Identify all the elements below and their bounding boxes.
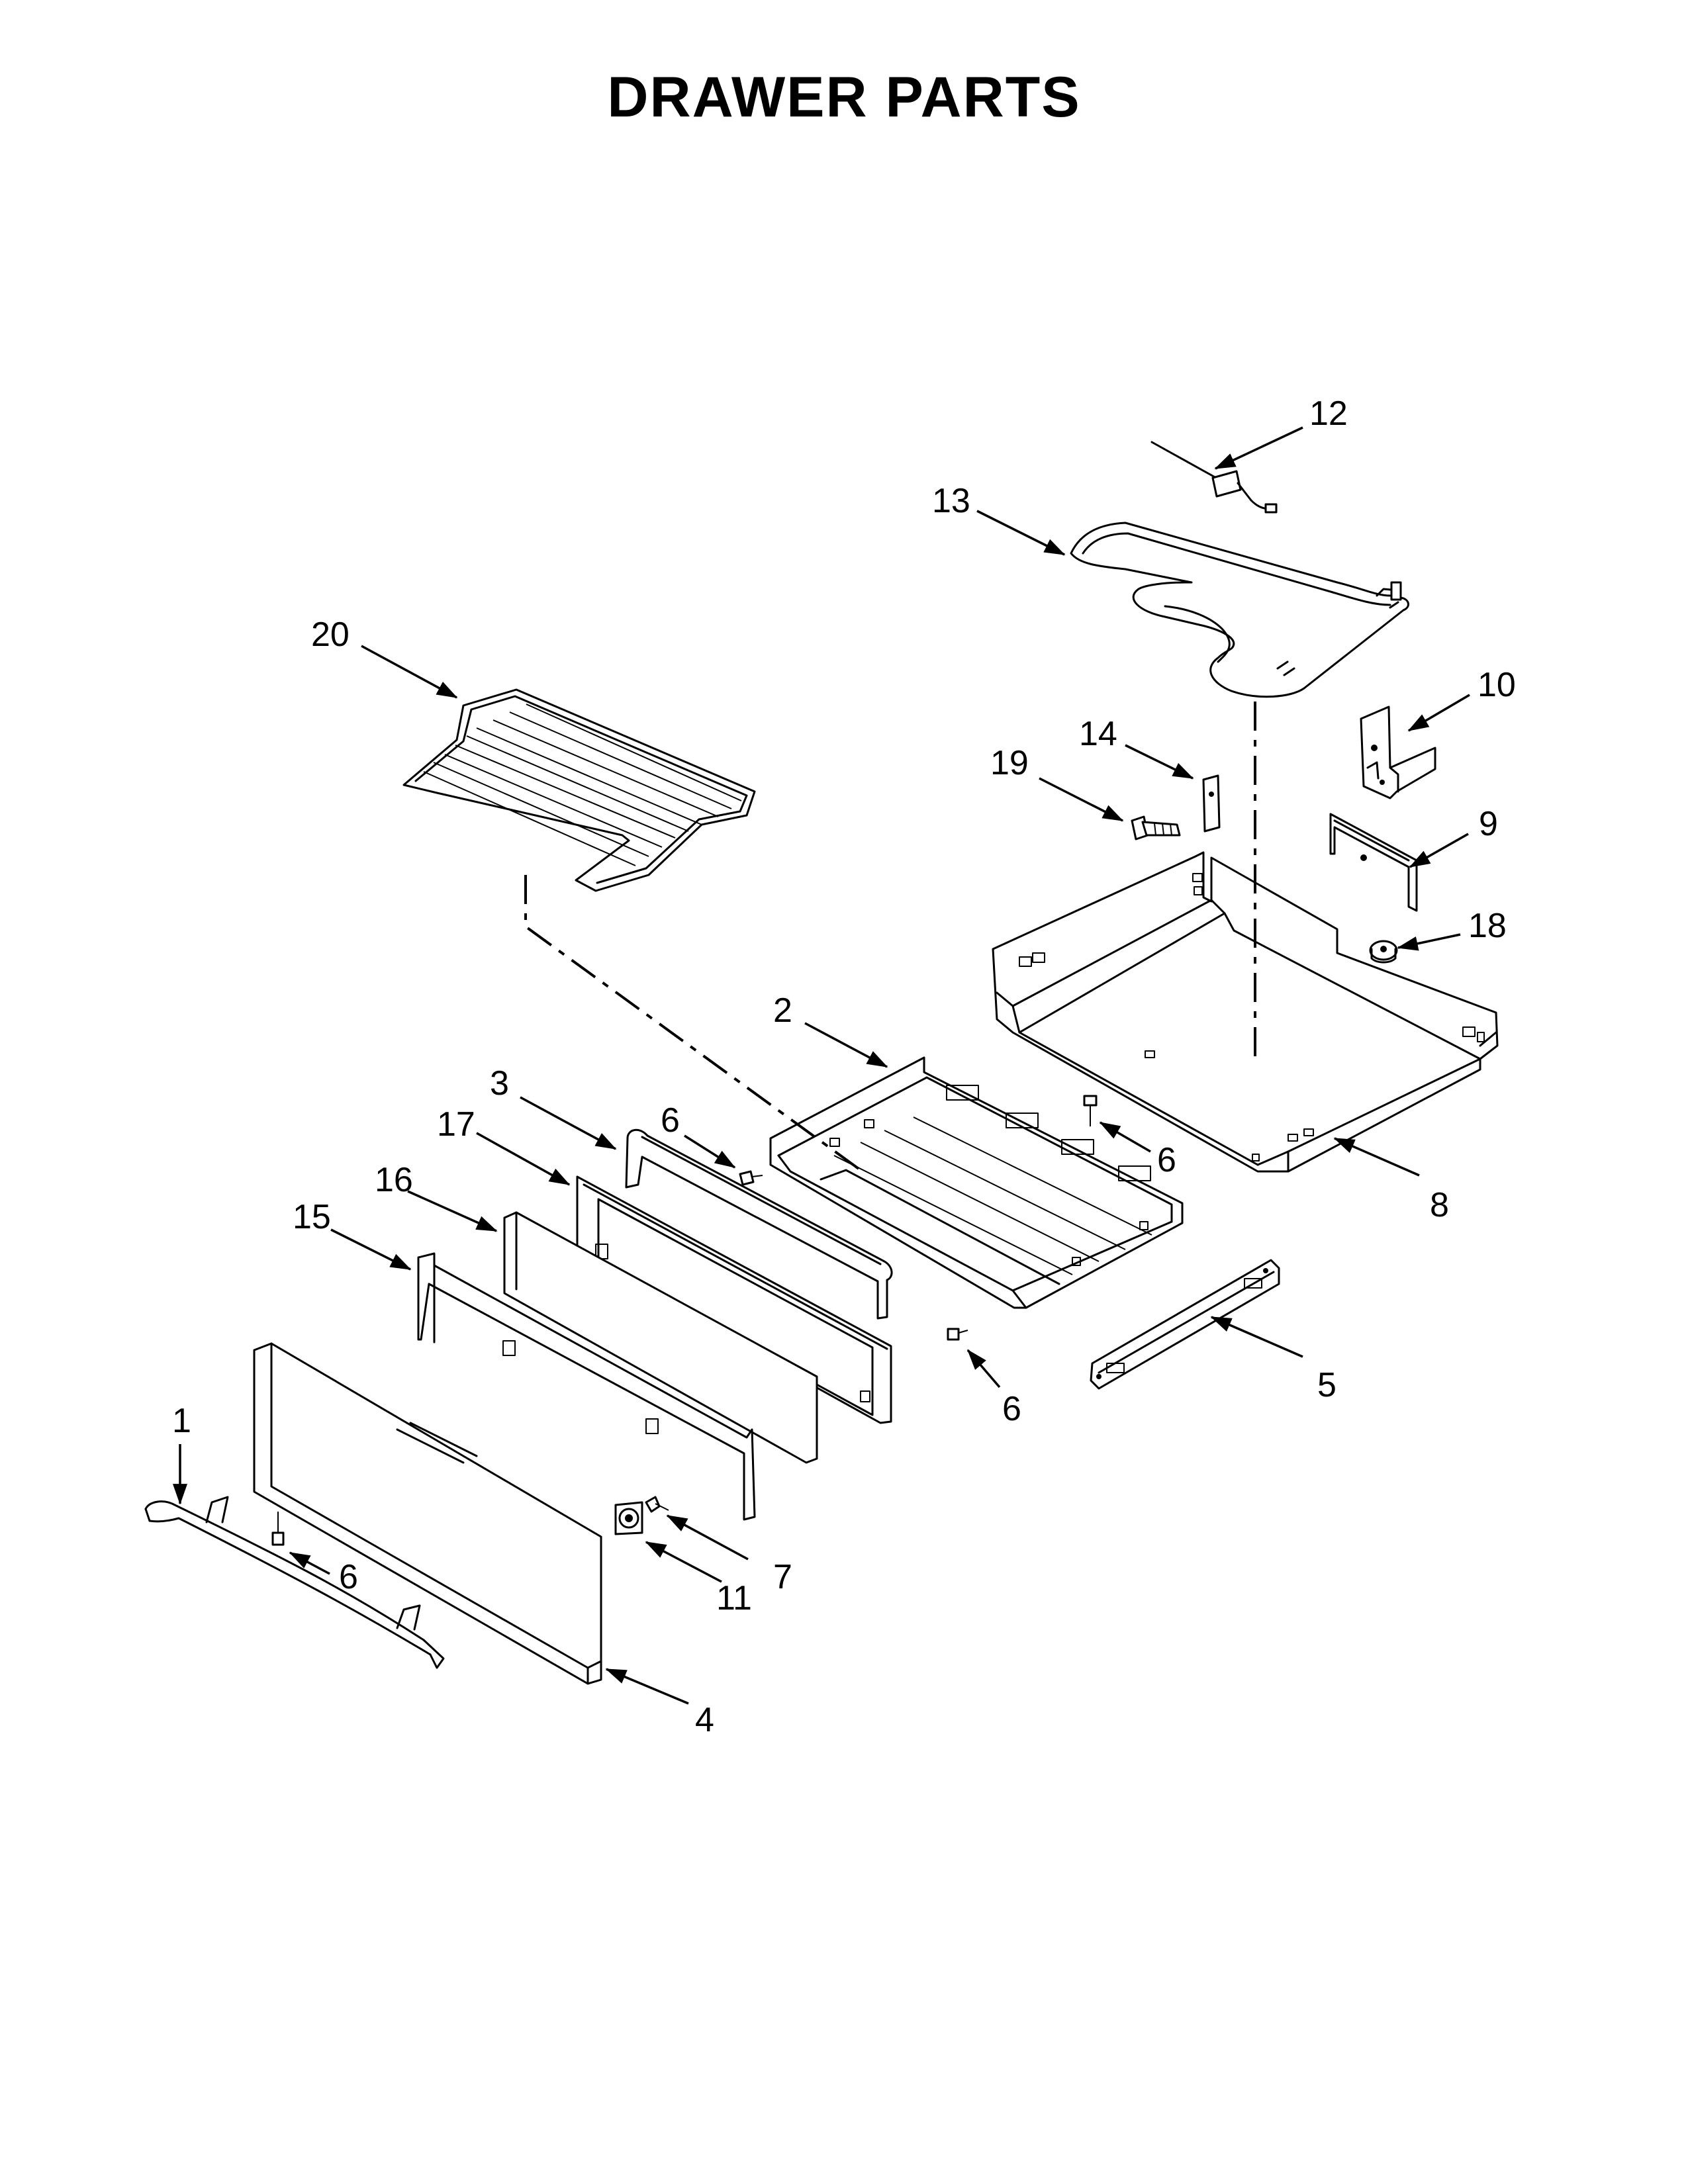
callout-6a: 6 bbox=[661, 1101, 680, 1140]
leader-arrow-18 bbox=[1397, 933, 1461, 951]
part-16-insulation bbox=[503, 1211, 818, 1464]
callout-14: 11 bbox=[716, 1579, 752, 1617]
callout-17: 17 bbox=[437, 1105, 475, 1144]
callout-6b: 6 bbox=[1157, 1141, 1176, 1179]
part-10-bracket bbox=[1360, 705, 1436, 799]
callout-20: 20 bbox=[311, 615, 350, 654]
callout-16: 16 bbox=[375, 1161, 413, 1199]
callout-6c: 6 bbox=[1002, 1390, 1021, 1428]
leader-arrow-5 bbox=[1210, 1316, 1303, 1358]
alignment-lines bbox=[524, 702, 1256, 1171]
callout-2: 2 bbox=[773, 991, 792, 1030]
part-6-screw-d bbox=[271, 1512, 285, 1546]
callout-10: 10 bbox=[1477, 666, 1516, 704]
part-3-drawer-side-trim bbox=[625, 1128, 893, 1320]
callout-18: 18 bbox=[1468, 907, 1507, 945]
part-6-screw-c bbox=[947, 1328, 968, 1341]
part-14-grommet bbox=[614, 1501, 643, 1535]
callout-6d: 6 bbox=[339, 1558, 358, 1596]
leader-arrow-7 bbox=[666, 1514, 749, 1561]
leader-arrow-3 bbox=[520, 1096, 617, 1150]
part-15-door-liner bbox=[417, 1252, 756, 1521]
callout-3: 3 bbox=[490, 1064, 509, 1103]
leader-arrow-16 bbox=[407, 1190, 498, 1232]
callout-7: 7 bbox=[773, 1558, 792, 1596]
part-13-clip bbox=[1202, 774, 1221, 833]
callout-1: 1 bbox=[172, 1402, 191, 1440]
part-6-screw-a bbox=[739, 1170, 763, 1186]
callout-12: 13 bbox=[932, 482, 970, 520]
leader-arrow-8 bbox=[1333, 1137, 1420, 1177]
leader-arrow-6a bbox=[684, 1134, 736, 1169]
leader-arrow-13 bbox=[1125, 744, 1194, 780]
leader-arrows bbox=[172, 426, 1470, 1705]
callout-19: 19 bbox=[990, 744, 1029, 782]
leader-arrow-9 bbox=[1409, 833, 1469, 868]
part-11-sensor bbox=[1150, 441, 1278, 514]
leader-arrow-2 bbox=[804, 1022, 888, 1068]
callout-9: 9 bbox=[1479, 805, 1498, 843]
callout-13: 14 bbox=[1079, 715, 1117, 753]
leader-arrow-10 bbox=[1407, 694, 1470, 732]
leader-arrow-6d bbox=[289, 1551, 330, 1575]
callout-labels: 12 13 20 10 14 19 9 18 2 3 6 17 6 16 8 1… bbox=[172, 394, 1516, 1739]
part-19-screw bbox=[1131, 815, 1181, 841]
callout-5: 5 bbox=[1317, 1366, 1336, 1404]
part-7-screw bbox=[645, 1496, 669, 1513]
leader-arrow-11 bbox=[1214, 426, 1303, 470]
leader-arrow-6b bbox=[1099, 1121, 1151, 1153]
part-2-drawer-pan bbox=[769, 1056, 1184, 1309]
part-20-rack bbox=[402, 688, 756, 892]
callout-11: 12 bbox=[1309, 394, 1348, 433]
part-17-inner-door-panel bbox=[576, 1175, 892, 1424]
leader-arrow-15 bbox=[330, 1228, 412, 1271]
callout-15: 15 bbox=[293, 1198, 331, 1236]
leader-arrow-14 bbox=[645, 1541, 722, 1583]
leader-arrow-17 bbox=[476, 1132, 571, 1186]
alignment-line-rack-to-pan bbox=[524, 875, 862, 1171]
part-8-drawer-housing bbox=[992, 851, 1499, 1173]
part-4-drawer-front bbox=[253, 1342, 602, 1685]
part-9-bracket-plate bbox=[1329, 813, 1418, 912]
part-5-drawer-slide bbox=[1090, 1259, 1280, 1390]
part-1-handle bbox=[144, 1496, 445, 1669]
part-18-grommet bbox=[1369, 940, 1398, 964]
leader-arrow-12 bbox=[976, 510, 1066, 556]
page-title: DRAWER PARTS bbox=[607, 66, 1081, 129]
callout-8: 8 bbox=[1430, 1186, 1449, 1224]
part-6-screw-b bbox=[1083, 1095, 1098, 1126]
leader-arrow-20 bbox=[361, 645, 458, 699]
leader-arrow-19 bbox=[1039, 777, 1124, 822]
callout-4: 4 bbox=[695, 1701, 714, 1739]
leader-arrow-6c bbox=[966, 1349, 1001, 1388]
part-12-bake-element bbox=[1070, 522, 1409, 698]
leader-arrow-4 bbox=[605, 1668, 689, 1705]
